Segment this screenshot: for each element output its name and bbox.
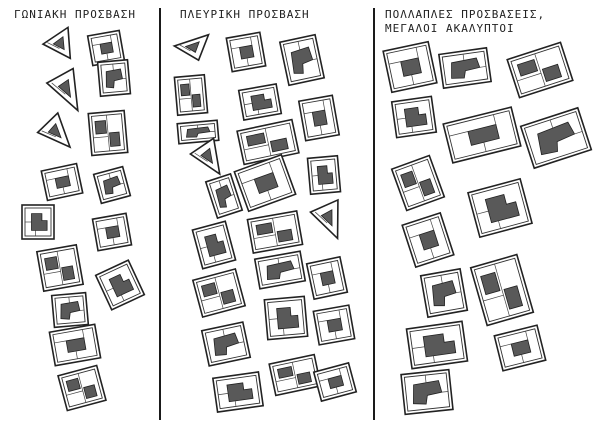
urban-block-side-8 — [236, 118, 300, 166]
urban-block-corner-14 — [48, 323, 102, 367]
urban-block-multiple-12 — [405, 320, 469, 370]
urban-block-multiple-8 — [466, 177, 534, 239]
column-divider-left — [159, 8, 161, 420]
urban-block-side-15 — [191, 220, 237, 270]
urban-block-corner-5 — [36, 111, 72, 149]
urban-block-corner-10 — [91, 212, 133, 252]
urban-block-side-17 — [253, 250, 307, 290]
column-divider-right — [373, 8, 375, 420]
urban-block-side-3 — [278, 33, 326, 87]
urban-block-multiple-2 — [437, 46, 493, 90]
urban-block-side-4 — [173, 73, 209, 117]
urban-block-corner-1 — [41, 25, 72, 60]
urban-block-multiple-7 — [390, 154, 446, 212]
urban-block-multiple-13 — [493, 324, 547, 372]
urban-block-side-7 — [176, 119, 220, 145]
title-line: ΜΕΓΑΛΟΙ ΑΚΑΛΥΠΤΟΙ — [385, 22, 515, 35]
urban-block-side-22 — [268, 353, 322, 397]
title-line: ΠΛΕΥΡΙΚΗ ΠΡΟΣΒΑΣΗ — [180, 8, 310, 21]
title-line: ΠΟΛΛΑΠΛΕΣ ΠΡΟΣΒΑΣΕΙΣ, — [385, 8, 546, 21]
urban-block-side-24 — [312, 361, 358, 403]
urban-block-multiple-9 — [401, 211, 455, 269]
urban-block-multiple-1 — [382, 40, 438, 94]
urban-block-multiple-3 — [506, 41, 574, 99]
urban-block-side-10 — [306, 154, 342, 196]
title-line: ΓΩΝΙΑΚΗ ΠΡΟΣΒΑΣΗ — [14, 8, 136, 21]
urban-block-multiple-5 — [442, 106, 522, 164]
urban-block-side-23 — [211, 371, 265, 413]
urban-block-corner-13 — [50, 291, 90, 329]
urban-block-side-11 — [233, 153, 297, 213]
urban-block-side-13 — [309, 198, 339, 241]
urban-block-side-1 — [172, 33, 210, 62]
urban-block-side-19 — [263, 295, 309, 341]
urban-block-side-21 — [200, 321, 252, 367]
urban-block-side-2 — [225, 31, 267, 73]
urban-block-corner-12 — [94, 259, 146, 311]
column-title-side-access: ΠΛΕΥΡΙΚΗ ΠΡΟΣΒΑΣΗ — [180, 8, 310, 22]
urban-block-multiple-4 — [390, 95, 438, 139]
column-title-corner-access: ΓΩΝΙΑΚΗ ΠΡΟΣΒΑΣΗ — [14, 8, 136, 22]
urban-block-side-16 — [305, 255, 349, 301]
urban-block-corner-8 — [92, 165, 132, 205]
urban-block-corner-7 — [40, 162, 84, 202]
urban-block-side-20 — [312, 304, 356, 346]
column-title-multiple-access: ΠΟΛΛΑΠΛΕΣ ΠΡΟΣΒΑΣΕΙΣ, ΜΕΓΑΛΟΙ ΑΚΑΛΥΠΤΟΙ — [385, 8, 545, 36]
urban-block-multiple-6 — [519, 106, 593, 170]
urban-block-corner-4 — [96, 58, 132, 98]
urban-block-multiple-10 — [419, 267, 469, 319]
urban-block-side-12 — [204, 172, 244, 220]
urban-block-corner-15 — [57, 364, 107, 412]
urban-block-side-9 — [188, 136, 221, 176]
urban-block-side-5 — [237, 83, 283, 121]
urban-block-corner-11 — [35, 243, 85, 293]
urban-block-corner-2 — [86, 29, 126, 67]
urban-block-corner-6 — [87, 109, 129, 157]
urban-block-multiple-11 — [469, 253, 535, 327]
urban-block-side-18 — [191, 267, 247, 319]
urban-block-multiple-14 — [400, 368, 454, 416]
urban-block-side-6 — [297, 94, 341, 142]
urban-block-side-14 — [246, 209, 304, 255]
urban-block-corner-9 — [21, 204, 55, 240]
urban-block-corner-3 — [45, 67, 79, 113]
